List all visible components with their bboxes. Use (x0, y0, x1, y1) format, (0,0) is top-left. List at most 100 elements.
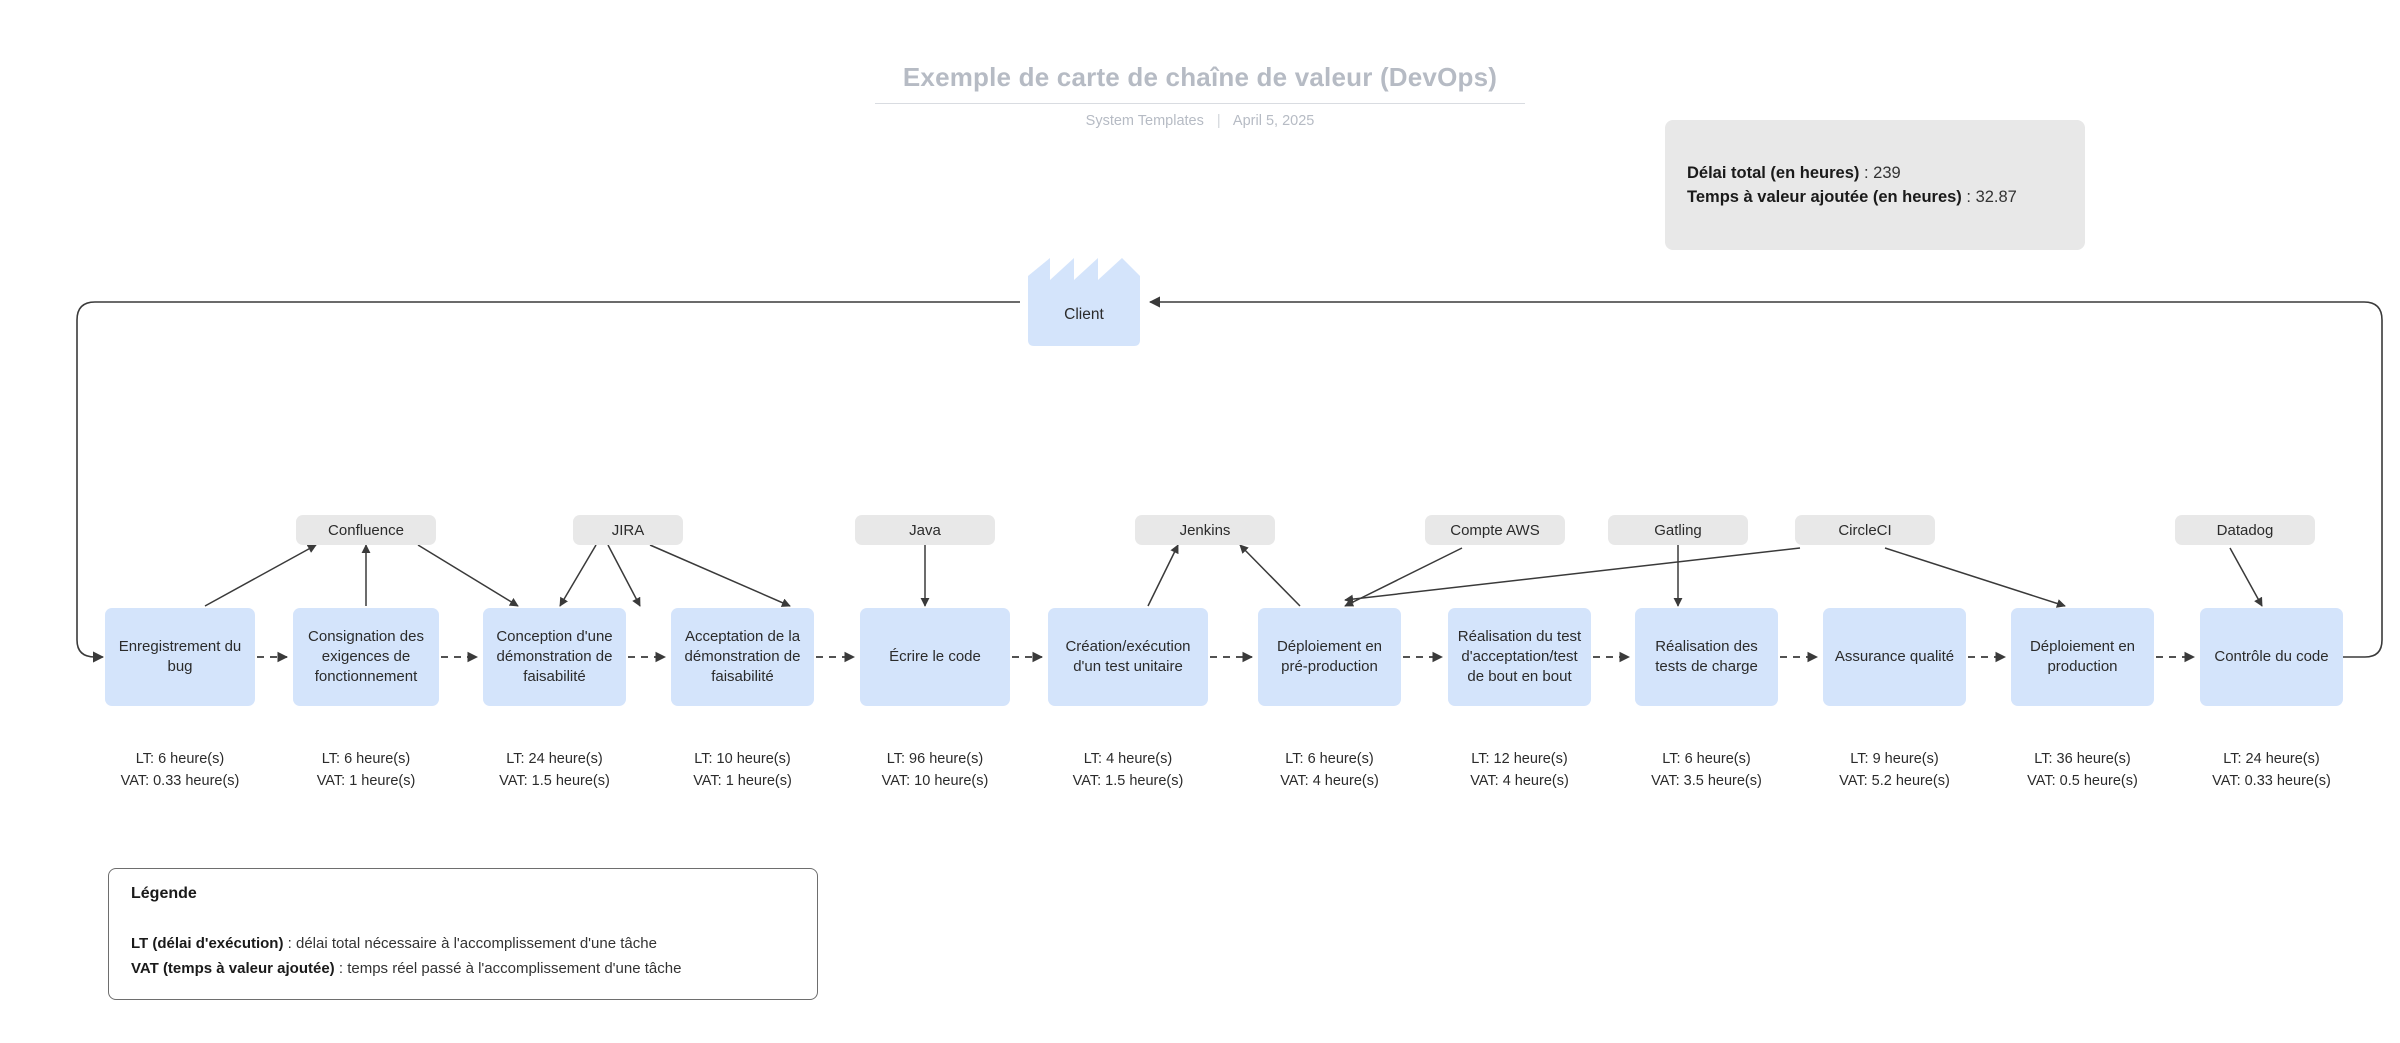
legend-term: VAT (temps à valeur ajoutée) (131, 960, 335, 977)
tool-chip-confluence[interactable]: Confluence (296, 515, 436, 545)
tool-chip-datadog[interactable]: Datadog (2175, 515, 2315, 545)
feedback-loop-path (76, 296, 2383, 663)
process-6-lead-time: LT: 4 heure(s) (1083, 751, 1173, 767)
process-4-lead-time: LT: 10 heure(s) (694, 751, 791, 767)
process-3-label: Conception d'une démonstration de faisab… (496, 628, 613, 685)
summary-vat-sep: : (1961, 188, 1976, 206)
process-7-box[interactable]: Déploiement en pré-production (1258, 608, 1401, 706)
process-8-metrics: LT: 12 heure(s)VAT: 4 heure(s) (1448, 748, 1591, 792)
process-4-metrics: LT: 10 heure(s) VAT: 1 heure(s) (671, 748, 814, 792)
tool-chip-label: Jenkins (1179, 521, 1231, 539)
connector-confluence-proc3 (417, 544, 519, 607)
tool-connectors (204, 544, 2263, 608)
process-12-label: Contrôle du code (2214, 648, 2329, 665)
process-8-lead-time: LT: 12 heure(s) (1471, 751, 1568, 767)
page-title: Exemple de carte de chaîne de valeur (De… (874, 62, 1526, 104)
connector-aws-proc7 (1344, 547, 1463, 607)
client-node[interactable]: Client (1022, 258, 1146, 346)
legend-rows: LT (délai d'exécution) : délai total néc… (131, 931, 795, 981)
process-10-lead-time: LT: 9 heure(s) (1850, 751, 1939, 767)
process-6-box[interactable]: Création/exécution d'un test unitaire (1048, 608, 1208, 706)
process-2-box[interactable]: Consignation des exigences de fonctionne… (293, 608, 439, 706)
tool-chip-compte-aws[interactable]: Compte AWS (1425, 515, 1565, 545)
tool-chip-gatling[interactable]: Gatling (1608, 515, 1748, 545)
process-10-box[interactable]: Assurance qualité (1823, 608, 1966, 706)
legend-separator: : (334, 960, 348, 977)
process-6-label: Création/exécution d'un test unitaire (1065, 638, 1191, 675)
subtitle-date: April 5, 2025 (1232, 113, 1315, 129)
process-7-lead-time: LT: 6 heure(s) (1285, 751, 1374, 767)
legend-row: VAT (temps à valeur ajoutée) : temps rée… (131, 956, 795, 981)
process-10-value-added-time: VAT: 5.2 heure(s) (1839, 773, 1950, 789)
summary-lead-time: Délai total (en heures) : 239 (1687, 161, 2085, 185)
process-2-metrics: LT: 6 heure(s) VAT: 1 heure(s) (293, 748, 439, 792)
connector-circleci-proc11 (1884, 547, 2066, 608)
page-header: Exemple de carte de chaîne de valeur (De… (0, 62, 2400, 129)
process-2-value-added-time: VAT: 1 heure(s) (316, 773, 416, 789)
process-4-label: Acceptation de la démonstration de faisa… (684, 628, 801, 685)
process-6-value-added-time: VAT: 1.5 heure(s) (1072, 773, 1184, 789)
process-11-label: Déploiement en production (2029, 638, 2136, 675)
subtitle-separator: | (1216, 113, 1221, 129)
process-10-label: Assurance qualité (1834, 648, 1955, 665)
process-5-value-added-time: VAT: 10 heure(s) (881, 773, 989, 789)
process-11-metrics: LT: 36 heure(s)VAT: 0.5 heure(s) (2011, 748, 2154, 792)
factory-icon (1028, 258, 1140, 346)
process-7-value-added-time: VAT: 4 heure(s) (1280, 773, 1379, 789)
process-9-lead-time: LT: 6 heure(s) (1662, 751, 1751, 767)
legend-description: temps réel passé à l'accomplissement d'u… (347, 960, 682, 977)
legend-box: Légende LT (délai d'exécution) : délai t… (108, 868, 818, 1000)
process-5-label: Écrire le code (889, 648, 981, 665)
summary-lead-time-sep: : (1859, 164, 1874, 182)
process-12-value-added-time: VAT: 0.33 heure(s) (2212, 773, 2331, 789)
process-12-box[interactable]: Contrôle du code (2200, 608, 2343, 706)
summary-lead-time-value: 239 (1873, 164, 1901, 182)
process-9-label: Réalisation des tests de charge (1655, 638, 1758, 675)
tool-chip-java[interactable]: Java (855, 515, 995, 545)
process-3-metrics: LT: 24 heure(s)VAT: 1.5 heure(s) (483, 748, 626, 792)
process-1-box[interactable]: Enregistrement du bug (105, 608, 255, 706)
tool-chip-label: Datadog (2216, 521, 2274, 539)
tool-chip-jira[interactable]: JIRA (573, 515, 683, 545)
process-11-box[interactable]: Déploiement en production (2011, 608, 2154, 706)
summary-vat-label: Temps à valeur ajoutée (en heures) (1687, 188, 1962, 206)
process-12-lead-time: LT: 24 heure(s) (2223, 751, 2320, 767)
process-7-label: Déploiement en pré-production (1276, 638, 1383, 675)
legend-row: LT (délai d'exécution) : délai total néc… (131, 931, 795, 956)
process-9-value-added-time: VAT: 3.5 heure(s) (1651, 773, 1762, 789)
client-label: Client (1064, 306, 1104, 323)
subtitle-author: System Templates (1085, 113, 1204, 129)
process-5-metrics: LT: 96 heure(s)VAT: 10 heure(s) (860, 748, 1010, 792)
process-5-box[interactable]: Écrire le code (860, 608, 1010, 706)
process-4-box[interactable]: Acceptation de la démonstration de faisa… (671, 608, 814, 706)
connector-circleci-proc7 (1344, 547, 1801, 604)
legend-title: Légende (131, 885, 197, 902)
connector-proc6-jenkins (1147, 544, 1179, 607)
process-3-value-added-time: VAT: 1.5 heure(s) (499, 773, 610, 789)
legend-term: LT (délai d'exécution) (131, 935, 284, 952)
process-7-metrics: LT: 6 heure(s) VAT: 4 heure(s) (1258, 748, 1401, 792)
tool-chip-label: CircleCI (1838, 521, 1892, 539)
process-10-metrics: LT: 9 heure(s) VAT: 5.2 heure(s) (1823, 748, 1966, 792)
tool-chip-label: Compte AWS (1450, 521, 1540, 539)
process-1-label: Enregistrement du bug (118, 638, 242, 675)
tool-chip-jenkins[interactable]: Jenkins (1135, 515, 1275, 545)
summary-vat-value: 32.87 (1975, 188, 2017, 206)
process-1-metrics: LT: 6 heure(s)VAT: 0.33 heure(s) (105, 748, 255, 792)
process-2-lead-time: LT: 6 heure(s) (321, 751, 411, 767)
connector-proc1-confluence (204, 544, 317, 607)
tool-chip-circleci[interactable]: CircleCI (1795, 515, 1935, 545)
process-9-box[interactable]: Réalisation des tests de charge (1635, 608, 1778, 706)
process-3-box[interactable]: Conception d'une démonstration de faisab… (483, 608, 626, 706)
summary-panel: Délai total (en heures) : 239 Temps à va… (1665, 120, 2085, 250)
legend-separator: : (283, 935, 296, 952)
process-9-metrics: LT: 6 heure(s) VAT: 3.5 heure(s) (1635, 748, 1778, 792)
process-2-label: Consignation des exigences de fonctionne… (308, 628, 424, 685)
tool-chip-label: JIRA (611, 521, 645, 539)
process-12-metrics: LT: 24 heure(s) VAT: 0.33 heure(s) (2200, 748, 2343, 792)
tool-chip-label: Java (909, 521, 941, 539)
process-8-box[interactable]: Réalisation du test d'acceptation/test d… (1448, 608, 1591, 706)
page-subtitle: System Templates | April 5, 2025 (0, 113, 2400, 129)
process-4-value-added-time: VAT: 1 heure(s) (693, 773, 792, 789)
